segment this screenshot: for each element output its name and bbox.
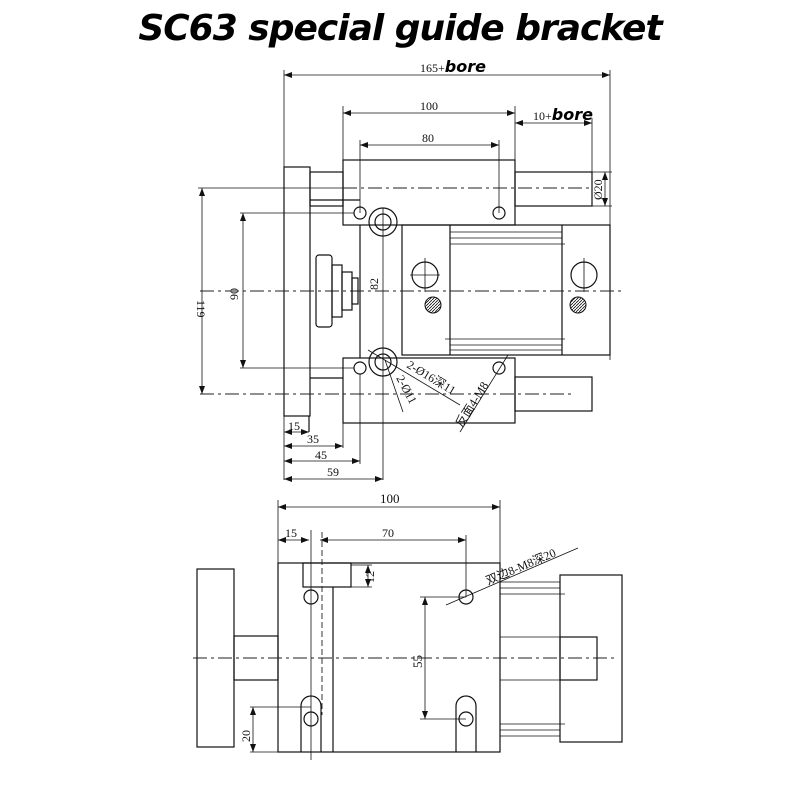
dim-overall-height-label: 119: [194, 300, 208, 318]
callout-tapped-holes: 双边8-M8深20: [484, 546, 558, 588]
dim-12-label: 12: [363, 571, 377, 583]
dim-15-label: 15: [288, 419, 300, 433]
dim-rod-extension-label: 10+bore: [533, 105, 593, 124]
dim-45-label: 45: [315, 448, 327, 462]
dim-rod-offset-label: 82: [367, 278, 381, 290]
bottom-view: 100 15 70 12: [193, 491, 623, 760]
cylinder-body: [401, 224, 611, 356]
dim-overall-length-label: 165+bore: [420, 57, 486, 76]
callout-through-hole: 2-Ø11: [393, 373, 420, 406]
dim-55-label: 55: [410, 655, 425, 668]
dim-rod-diameter-label: Ø20: [591, 179, 605, 200]
dim-block-length-label: 100: [420, 99, 438, 113]
dim-70-label: 70: [382, 526, 394, 540]
dim-bottom-15-label: 15: [285, 526, 297, 540]
dim-hole-height-label: 90: [227, 288, 241, 300]
mounting-plate: [283, 166, 311, 417]
upper-guide-block: [342, 159, 516, 226]
lower-guide-rod: [514, 376, 593, 412]
upper-guide-rod: [514, 171, 593, 207]
top-view: 165+bore 100 80 10+bore Ø20: [194, 57, 625, 482]
cylinder-cap: [559, 574, 623, 743]
dim-59-label: 59: [327, 465, 339, 479]
dim-20-label: 20: [239, 730, 253, 742]
dim-35-label: 35: [307, 432, 319, 446]
tapped-hole: [303, 589, 319, 605]
dim-bottom-block-length-label: 100: [380, 491, 400, 506]
page-title: SC63 special guide bracket: [138, 8, 662, 49]
tapped-hole: [303, 711, 319, 727]
dim-hole-spacing-label: 80: [422, 131, 434, 145]
